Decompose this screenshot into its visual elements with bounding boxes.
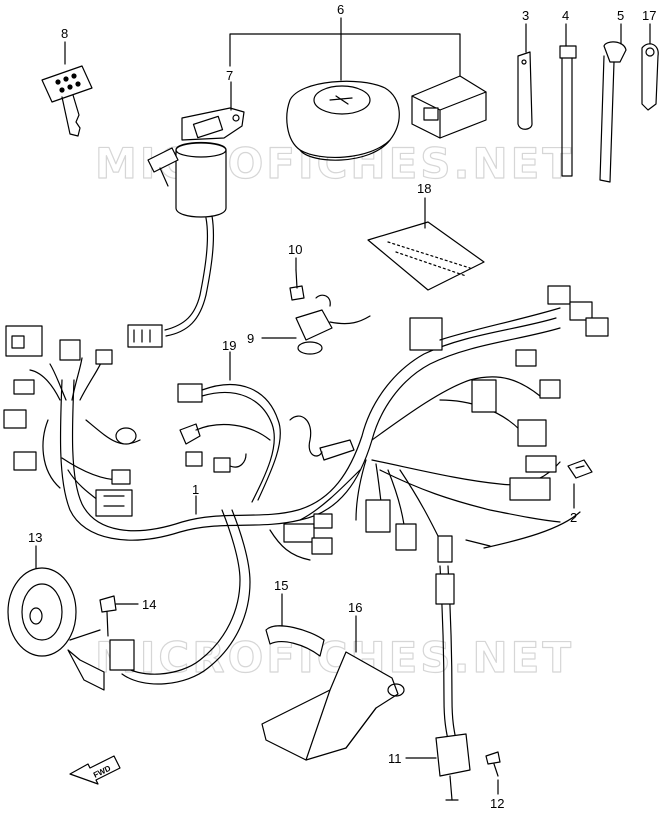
callout-12: 12 — [490, 796, 504, 811]
callout-17: 17 — [642, 8, 656, 23]
callout-11: 11 — [388, 751, 402, 766]
callout-2: 2 — [570, 510, 577, 525]
callout-9: 9 — [247, 331, 254, 346]
leader-lines — [35, 17, 651, 795]
callout-19: 19 — [222, 338, 236, 353]
callout-1: 1 — [192, 482, 199, 497]
clamp-part-17[interactable] — [641, 43, 659, 111]
callout-6: 6 — [337, 2, 344, 17]
callout-3: 3 — [522, 8, 529, 23]
bracket-part-16[interactable] — [261, 651, 405, 761]
coupler-cover-part-6b[interactable] — [411, 75, 487, 139]
callout-numbers: 6 7 8 3 4 5 17 18 10 9 19 1 2 13 14 15 1… — [28, 2, 656, 811]
main-wiring-harness-part-1[interactable] — [3, 285, 609, 741]
cover-part-6[interactable] — [286, 80, 400, 161]
watermark-bottom: MICROFICHES.NET — [95, 633, 574, 682]
callout-15: 15 — [274, 578, 288, 593]
sensor-part-9[interactable] — [295, 294, 371, 355]
callout-14: 14 — [142, 597, 156, 612]
screw-part-12[interactable] — [485, 751, 501, 777]
fuse-part-2[interactable] — [567, 459, 593, 479]
bolt-part-14[interactable] — [99, 595, 117, 637]
cover-part-15[interactable] — [265, 625, 325, 657]
cable-tie-part-5[interactable] — [599, 41, 627, 183]
callout-5: 5 — [617, 8, 624, 23]
key-part-8[interactable] — [41, 65, 93, 137]
callout-4: 4 — [562, 8, 569, 23]
cable-tie-part-4[interactable] — [559, 45, 577, 177]
label-part-18[interactable] — [367, 221, 485, 291]
callout-16: 16 — [348, 600, 362, 615]
ignition-switch-part-7[interactable] — [127, 107, 245, 348]
callout-8: 8 — [61, 26, 68, 41]
horn-part-13[interactable] — [7, 567, 105, 691]
callout-7: 7 — [226, 68, 233, 83]
callout-10: 10 — [288, 242, 302, 257]
forward-arrow-icon: FWD — [69, 755, 121, 785]
callout-13: 13 — [28, 530, 42, 545]
sensor-part-11[interactable] — [435, 733, 471, 801]
sub-harness-part-19[interactable] — [177, 383, 355, 503]
bolt-part-10[interactable] — [289, 269, 305, 301]
callout-18: 18 — [417, 181, 431, 196]
clamp-part-3[interactable] — [517, 51, 533, 130]
